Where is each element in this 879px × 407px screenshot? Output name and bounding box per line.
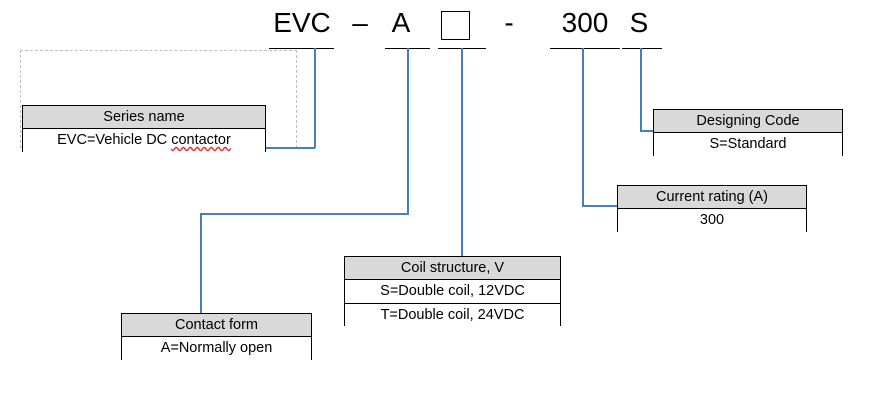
callout-coil-structure-row-s: S=Double coil, 12VDC bbox=[345, 280, 560, 303]
series-name-value-spellchecked: contactor bbox=[171, 132, 231, 148]
callout-current-rating-header: Current rating (A) bbox=[618, 186, 806, 209]
callout-contact-form: Contact form A=Normally open bbox=[121, 313, 312, 360]
series-name-value-prefix: EVC=Vehicle DC bbox=[57, 132, 172, 148]
code-segment-coil-structure-placeholder bbox=[441, 11, 470, 40]
callout-series-name: Series name EVC=Vehicle DC contactor bbox=[22, 105, 266, 152]
code-segment-contact-form: A bbox=[391, 7, 411, 38]
code-segment-designing-code: S bbox=[629, 7, 649, 38]
callout-current-rating-row: 300 bbox=[618, 209, 806, 232]
connector-designing-code-vertical bbox=[640, 48, 642, 131]
callout-coil-structure-row-t: T=Double coil, 24VDC bbox=[345, 303, 560, 326]
code-tick-designing-code bbox=[622, 48, 662, 49]
callout-designing-code-row: S=Standard bbox=[654, 133, 842, 156]
callout-coil-structure: Coil structure, V S=Double coil, 12VDC T… bbox=[344, 256, 561, 326]
connector-series-horizontal bbox=[265, 147, 315, 149]
callout-current-rating: Current rating (A) 300 bbox=[617, 185, 807, 232]
connector-contact-form-vertical-upper bbox=[407, 48, 409, 214]
connector-current-rating-horizontal bbox=[582, 205, 618, 207]
callout-contact-form-row: A=Normally open bbox=[122, 337, 311, 360]
connector-designing-code-horizontal bbox=[640, 130, 654, 132]
code-separator-2: - bbox=[504, 7, 514, 38]
callout-designing-code-header: Designing Code bbox=[654, 110, 842, 133]
callout-designing-code: Designing Code S=Standard bbox=[653, 109, 843, 156]
connector-current-rating-vertical bbox=[582, 48, 584, 206]
connector-coil-structure-vertical bbox=[461, 48, 463, 256]
connector-contact-form-horizontal bbox=[200, 213, 409, 215]
callout-contact-form-header: Contact form bbox=[122, 314, 311, 337]
code-tick-series bbox=[269, 48, 334, 49]
code-separator-1: – bbox=[352, 7, 368, 38]
code-tick-current-rating bbox=[550, 48, 620, 49]
connector-series-vertical bbox=[314, 48, 316, 148]
product-code-line: EVC – A - 300 S bbox=[0, 4, 879, 44]
callout-series-name-header: Series name bbox=[23, 106, 265, 129]
code-segment-current-rating: 300 bbox=[561, 7, 609, 38]
connector-contact-form-vertical-lower bbox=[200, 213, 202, 313]
callout-series-name-row: EVC=Vehicle DC contactor bbox=[23, 129, 265, 152]
callout-coil-structure-header: Coil structure, V bbox=[345, 257, 560, 280]
code-segment-series: EVC bbox=[273, 7, 331, 38]
